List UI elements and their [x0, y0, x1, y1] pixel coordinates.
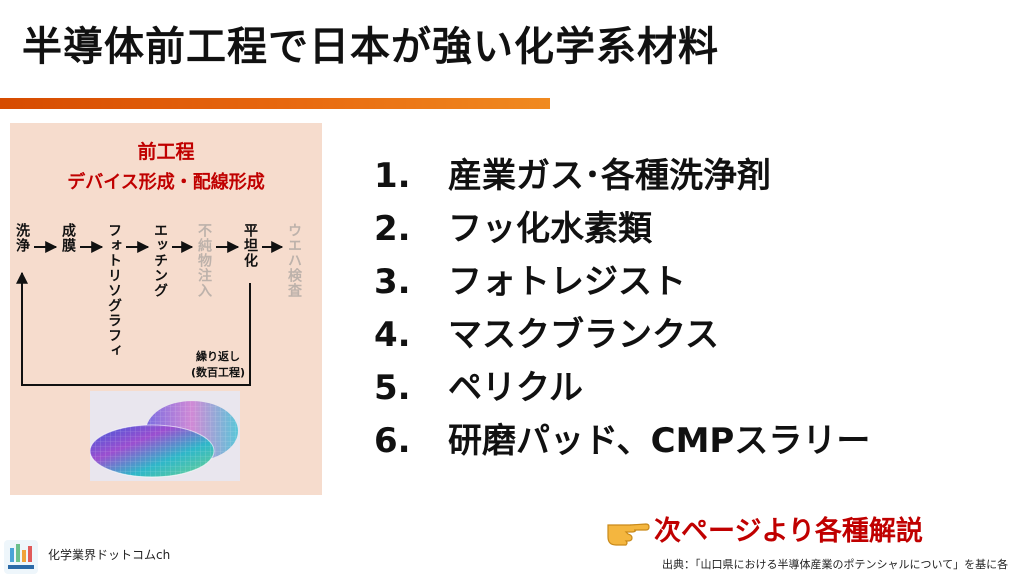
- channel-logo-icon: [4, 540, 38, 574]
- process-panel: 前工程 デバイス形成・配線形成 洗浄 成膜 フォトリソグラフィ エッチング 不純…: [10, 123, 322, 495]
- next-page-callout: 次ページより各種解説: [606, 506, 923, 550]
- step-cleaning: 洗浄: [14, 223, 30, 253]
- loop-label-line1: 繰り返し: [196, 350, 240, 363]
- list-item: 6. 研磨パッド、CMPスラリー: [374, 415, 870, 468]
- step-deposition: 成膜: [60, 223, 76, 253]
- step-planarization: 平坦化: [242, 223, 258, 268]
- list-item-number: 2.: [374, 209, 411, 249]
- list-item-text: マスクブランクス: [448, 315, 719, 355]
- pointing-hand-icon: [607, 523, 650, 546]
- accent-bar: [0, 98, 550, 109]
- list-item-text: フォトレジスト: [448, 262, 686, 302]
- list-item-number: 1.: [374, 156, 411, 196]
- list-item-text: 産業ガス･各種洗浄剤: [448, 156, 771, 196]
- slide-title: 半導体前工程で日本が強い化学系材料: [22, 24, 719, 70]
- step-etching: エッチング: [152, 223, 168, 298]
- source-citation: 出典：「山口県における半導体産業のポテンシャルについて」を基に各: [662, 558, 1009, 571]
- loop-label-line2: (数百工程): [190, 366, 246, 379]
- list-item-text: 研磨パッド、CMPスラリー: [448, 421, 871, 461]
- next-page-text: 次ページより各種解説: [654, 515, 923, 547]
- brand-name: 化学業界ドットコムch: [48, 548, 171, 562]
- process-flow-arrows: [16, 241, 284, 386]
- list-item: 1. 産業ガス･各種洗浄剤: [374, 150, 870, 203]
- list-item: 5. ペリクル: [374, 362, 870, 415]
- list-item: 2. フッ化水素類: [374, 203, 870, 256]
- step-wafer-inspection: ウエハ検査: [286, 223, 302, 298]
- step-impurity-implant: 不純物注入: [196, 223, 212, 298]
- material-list: 1. 産業ガス･各種洗浄剤 2. フッ化水素類 3. フォトレジスト 4. マスクブラン…: [374, 150, 870, 468]
- list-item-text: ペリクル: [448, 368, 583, 408]
- loop-label: 繰り返し (数百工程): [168, 349, 268, 381]
- list-item-number: 3.: [374, 262, 411, 302]
- list-item-number: 4.: [374, 315, 411, 355]
- list-item-text: フッ化水素類: [448, 209, 652, 249]
- list-item: 3. フォトレジスト: [374, 256, 870, 309]
- panel-subtitle: デバイス形成・配線形成: [67, 172, 265, 193]
- list-item: 4. マスクブランクス: [374, 309, 870, 362]
- wafer-image: [90, 391, 240, 481]
- list-item-number: 5.: [374, 368, 411, 408]
- step-photolithography: フォトリソグラフィ: [106, 223, 122, 358]
- list-item-number: 6.: [374, 421, 411, 461]
- panel-title: 前工程: [137, 141, 195, 163]
